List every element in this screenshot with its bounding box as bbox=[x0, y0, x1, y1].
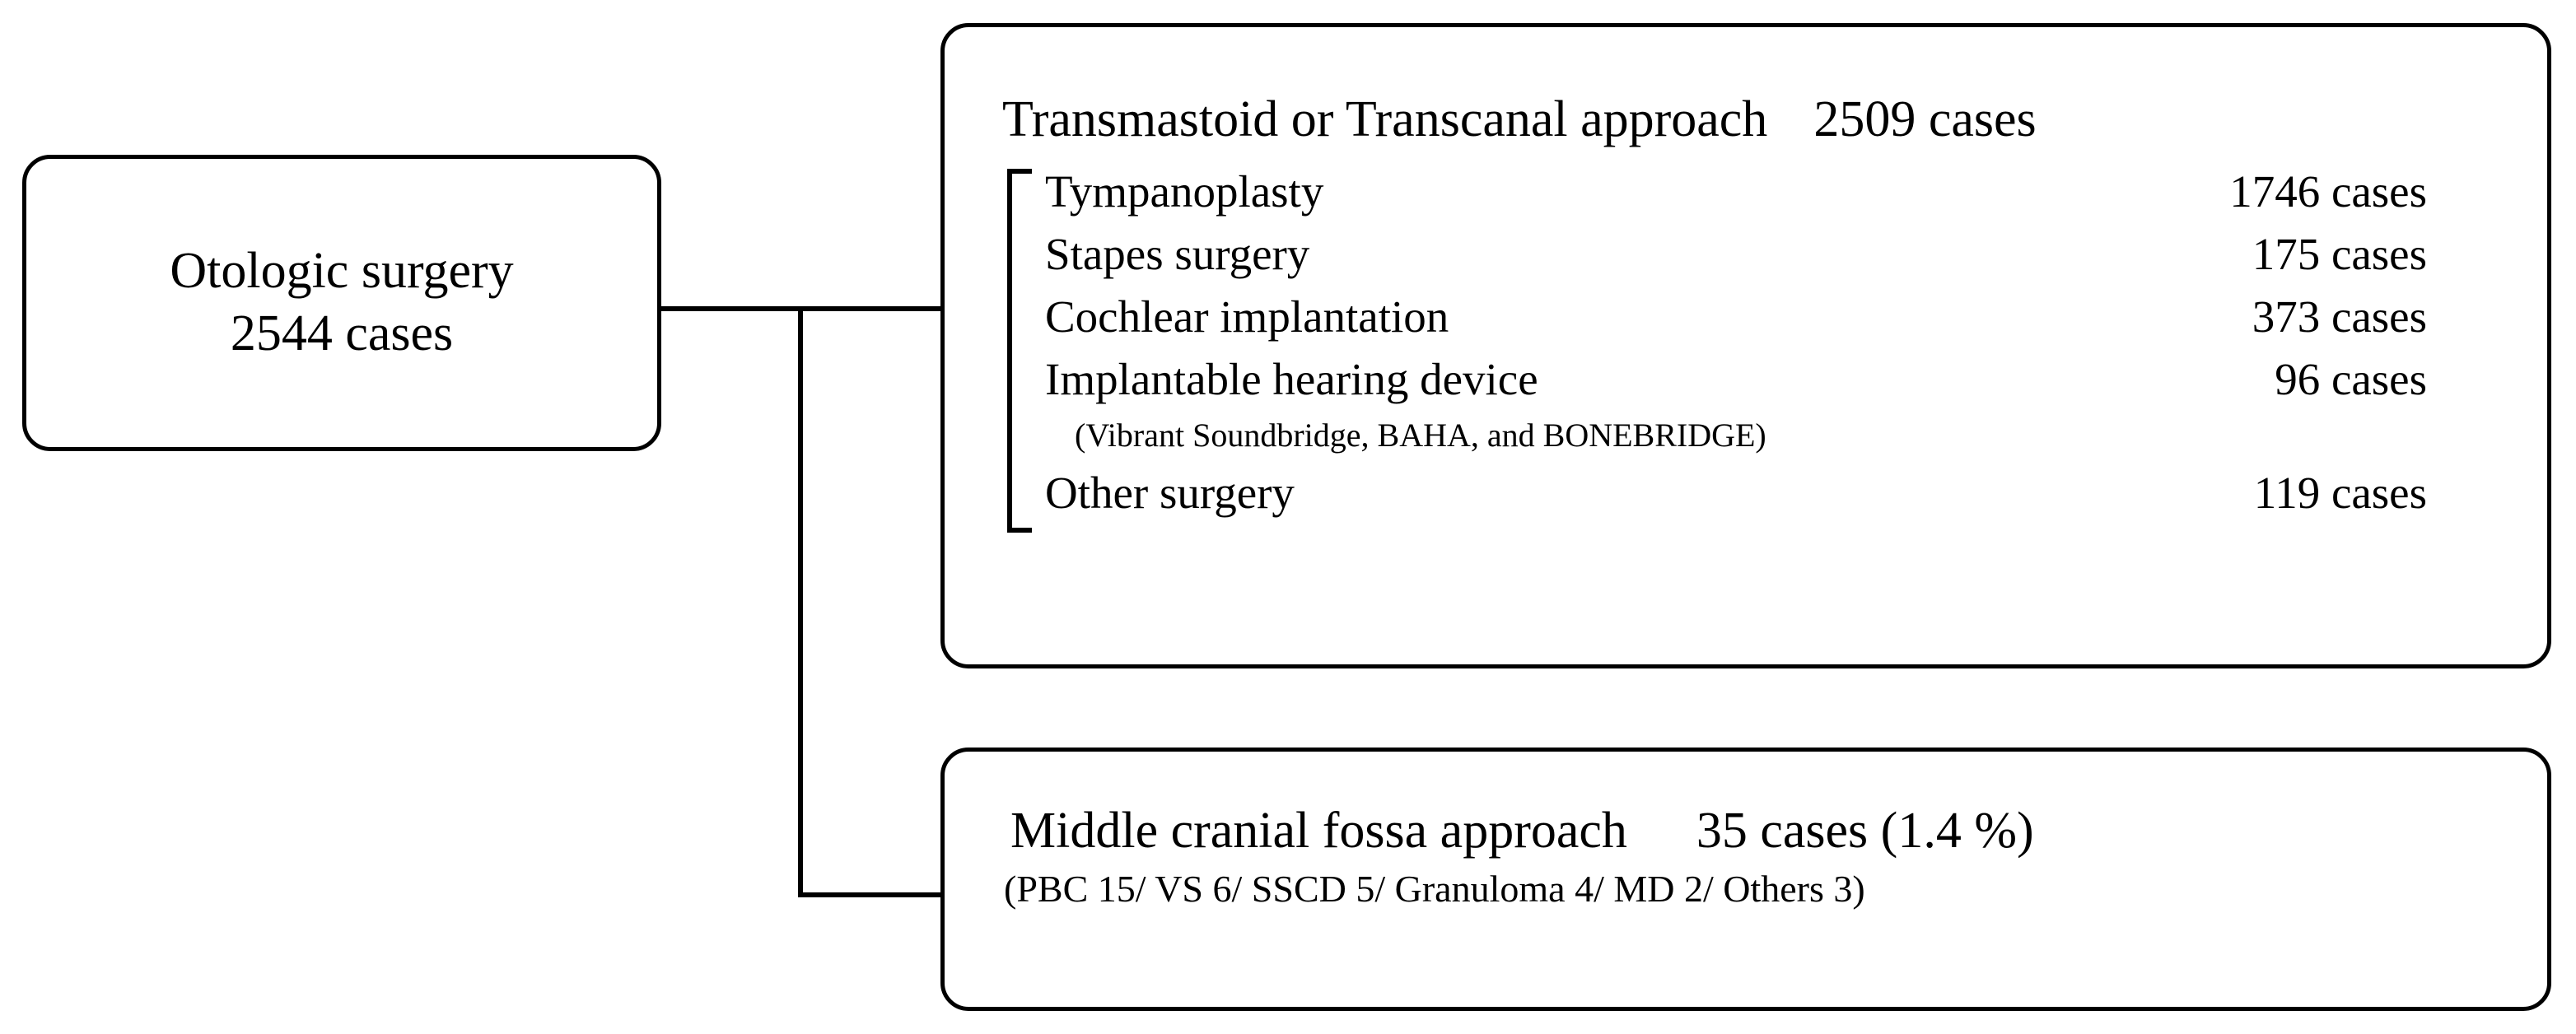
node-transmastoid-transcanal: Transmastoid or Transcanal approach 2509… bbox=[940, 23, 2551, 668]
node-otologic-surgery: Otologic surgery 2544 cases bbox=[22, 155, 661, 451]
sub-item-label: Stapes surgery bbox=[1045, 229, 1310, 280]
list-item: Other surgery 119 cases bbox=[1045, 470, 2509, 533]
bracket-icon bbox=[1007, 169, 1032, 533]
sub-item-value: 1746 cases bbox=[2229, 166, 2427, 217]
list-item: Tympanoplasty 1746 cases bbox=[1045, 169, 2509, 231]
mcf-breakdown-note: (PBC 15/ VS 6/ SSCD 5/ Granuloma 4/ MD 2… bbox=[1004, 868, 1865, 911]
mcf-heading-label: Middle cranial fossa approach bbox=[1010, 803, 1627, 859]
implantable-device-note: (Vibrant Soundbridge, BAHA, and BONEBRID… bbox=[1075, 417, 1766, 454]
sub-item-value: 119 cases bbox=[2253, 468, 2427, 519]
mcf-heading-value: 35 cases (1.4 %) bbox=[1696, 803, 2034, 859]
sub-item-label: Tympanoplasty bbox=[1045, 166, 1324, 217]
sub-item-label: Implantable hearing device bbox=[1045, 354, 1538, 405]
mcf-heading: Middle cranial fossa approach 35 cases (… bbox=[978, 803, 2514, 859]
transmastoid-heading: Transmastoid or Transcanal approach 2509… bbox=[982, 91, 2509, 147]
list-item: Cochlear implantation 373 cases bbox=[1045, 294, 2509, 356]
transmastoid-sublist: Tympanoplasty 1746 cases Stapes surgery … bbox=[982, 169, 2509, 533]
sub-item-label: Cochlear implantation bbox=[1045, 291, 1449, 342]
node-middle-cranial-fossa: Middle cranial fossa approach 35 cases (… bbox=[940, 748, 2551, 1011]
sub-item-value: 373 cases bbox=[2252, 291, 2427, 342]
transmastoid-heading-value: 2509 cases bbox=[1813, 91, 2037, 147]
list-item: Implantable hearing device 96 cases bbox=[1045, 356, 2509, 419]
sub-item-label: Other surgery bbox=[1045, 468, 1295, 519]
sub-item-value: 175 cases bbox=[2252, 229, 2427, 280]
root-case-count: 2544 cases bbox=[230, 305, 454, 361]
root-title: Otologic surgery bbox=[170, 243, 514, 300]
list-item: Stapes surgery 175 cases bbox=[1045, 231, 2509, 294]
transmastoid-heading-label: Transmastoid or Transcanal approach bbox=[1002, 91, 1768, 147]
sub-item-value: 96 cases bbox=[2275, 354, 2427, 405]
